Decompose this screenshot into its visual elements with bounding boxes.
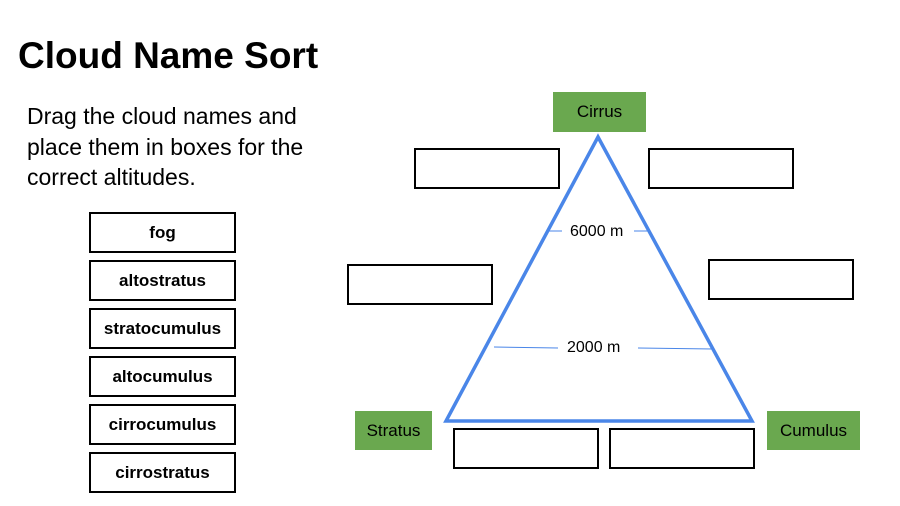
altitude-line-2000-right: [637, 347, 714, 350]
cloud-label-cirrus: Cirrus: [553, 92, 646, 132]
cloud-label-cumulus: Cumulus: [767, 411, 860, 450]
drop-box-low-right[interactable]: [609, 428, 755, 469]
drop-box-middle-left[interactable]: [347, 264, 493, 305]
instruction-line: Drag the cloud names and: [27, 103, 297, 129]
cloud-name-card-fog[interactable]: fog: [89, 212, 236, 253]
cloud-name-bank: fog altostratus stratocumulus altocumulu…: [89, 212, 236, 500]
page-title: Cloud Name Sort: [18, 35, 319, 76]
altitude-triangle: [443, 133, 755, 423]
cloud-label-stratus: Stratus: [355, 411, 432, 450]
altitude-label-2000: 2000 m: [563, 338, 625, 358]
cloud-name-card-altostratus[interactable]: altostratus: [89, 260, 236, 301]
cloud-name-card-cirrostratus[interactable]: cirrostratus: [89, 452, 236, 493]
altitude-label-6000: 6000 m: [566, 222, 628, 242]
cloud-name-card-cirrocumulus[interactable]: cirrocumulus: [89, 404, 236, 445]
instructions: Drag the cloud names and place them in b…: [27, 101, 347, 193]
drop-box-high-right[interactable]: [648, 148, 794, 189]
cloud-name-card-stratocumulus[interactable]: stratocumulus: [89, 308, 236, 349]
altitude-line-2000-left: [493, 346, 559, 349]
instruction-line: correct altitudes.: [27, 164, 196, 190]
drop-box-high-left[interactable]: [414, 148, 560, 189]
drop-box-middle-right[interactable]: [708, 259, 854, 300]
drop-box-low-left[interactable]: [453, 428, 599, 469]
cloud-name-card-altocumulus[interactable]: altocumulus: [89, 356, 236, 397]
instruction-line: place them in boxes for the: [27, 133, 304, 160]
